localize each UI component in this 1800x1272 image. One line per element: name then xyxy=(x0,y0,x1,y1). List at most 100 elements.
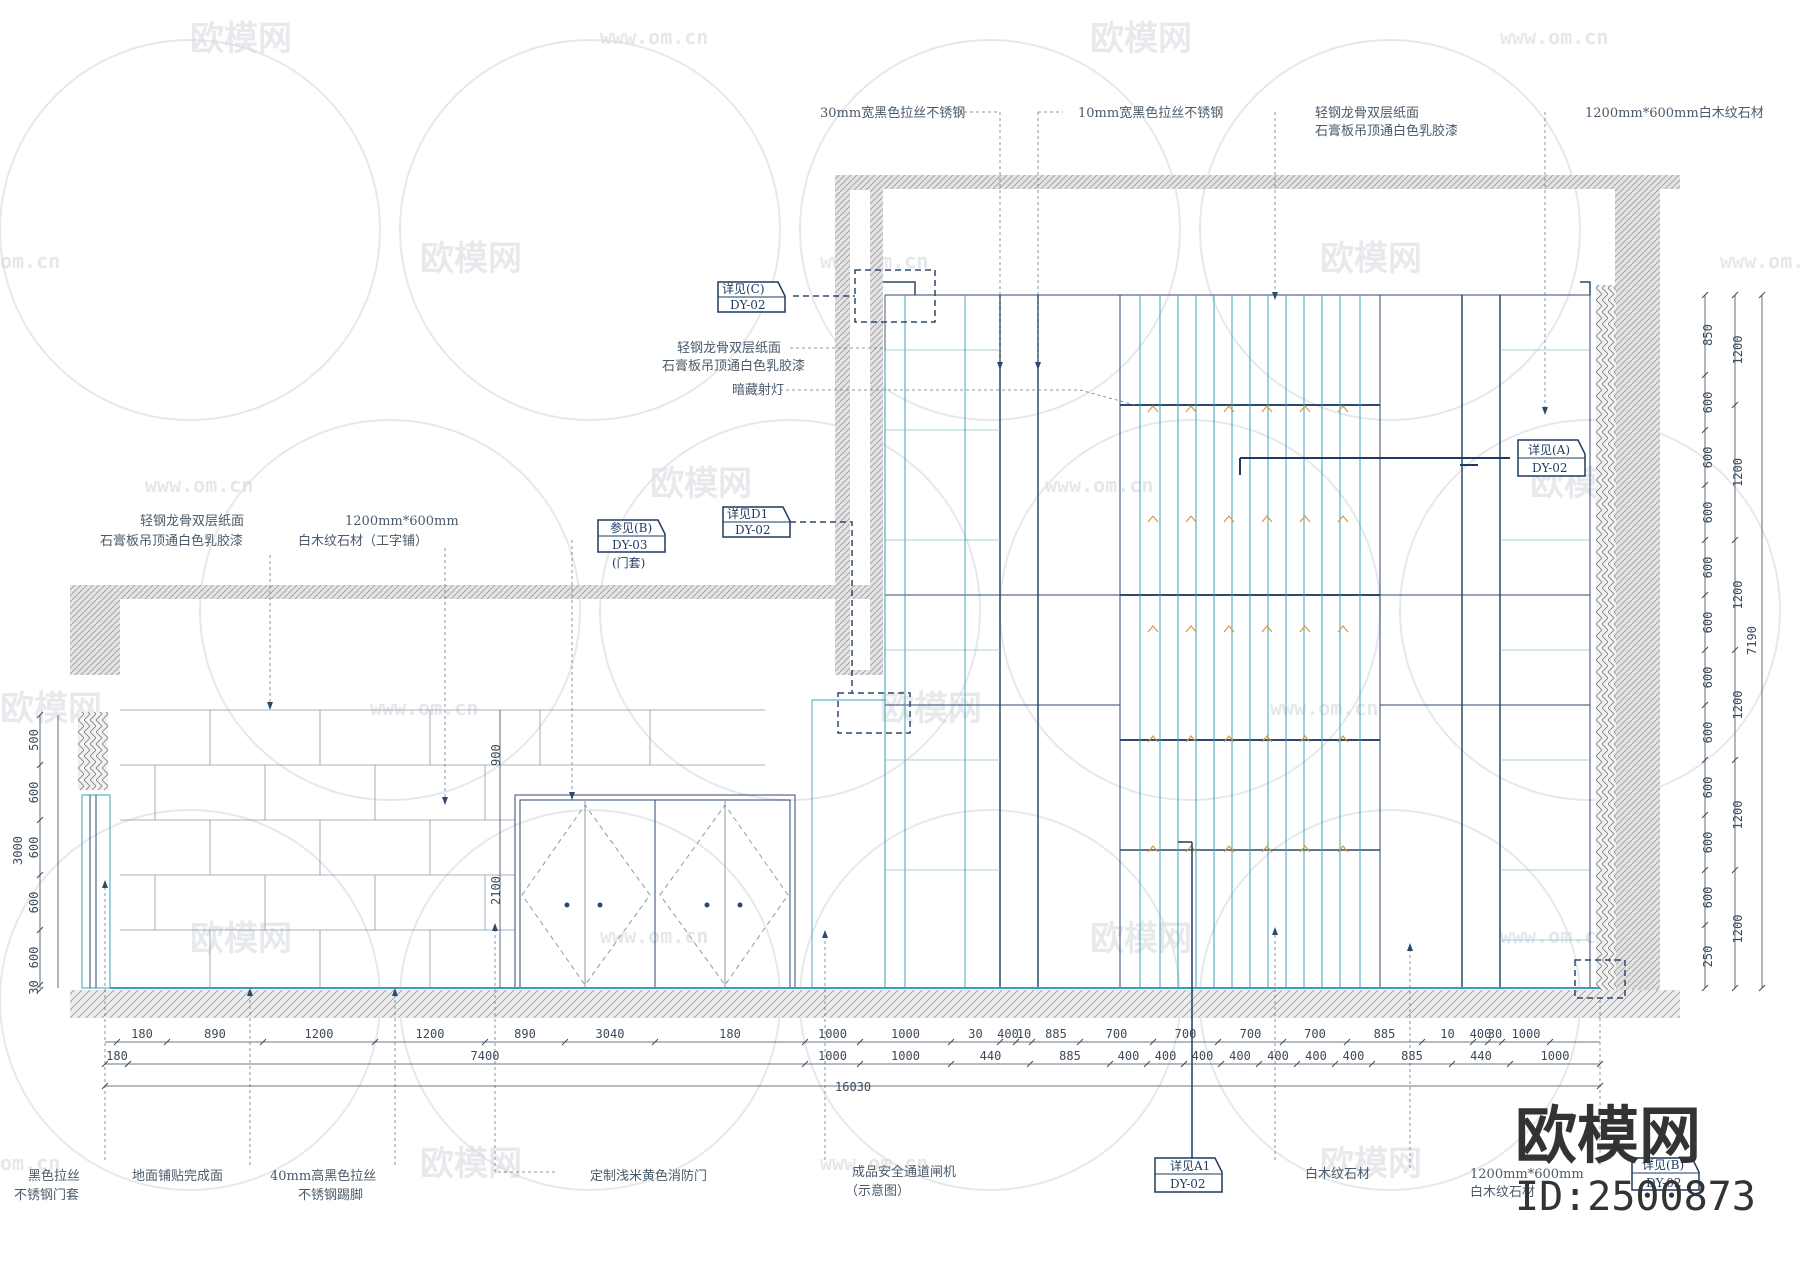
dimension-label: 400 xyxy=(1305,1049,1327,1063)
tag-detail-c[interactable]: 详见(C) DY-02 xyxy=(717,281,786,313)
note-lower-ceiling-a: 轻钢龙骨双层纸面 xyxy=(140,514,244,529)
dimension-ticks xyxy=(36,291,1766,1090)
brand-name: 欧模网 xyxy=(1515,1099,1701,1172)
dimension-tick xyxy=(856,1038,864,1046)
dimension-tick xyxy=(1293,1060,1301,1068)
right-wall xyxy=(1615,175,1660,990)
dimension-tick xyxy=(1026,1060,1034,1068)
dimension-tick xyxy=(101,1060,109,1068)
watermark-brand: 欧模网 xyxy=(1320,1144,1422,1184)
dimension-tick xyxy=(1701,291,1709,299)
dimension-label: 885 xyxy=(1045,1027,1067,1041)
stainless-strips xyxy=(1139,295,1361,988)
tag-detail-a1[interactable]: 详见A1 DY-02 xyxy=(1154,1157,1223,1193)
dimension-tick xyxy=(113,1038,121,1046)
watermark-brand: 欧模网 xyxy=(190,919,292,959)
dimension-tick xyxy=(371,1038,379,1046)
dimension-label: 400 xyxy=(997,1027,1019,1041)
dimension-tick xyxy=(561,1038,569,1046)
tag-detail-d[interactable]: 详见D1 DY-02 xyxy=(722,506,791,538)
upper-wall-light-grid xyxy=(885,349,1590,941)
tag-detail-a[interactable]: 详见(A) DY-02 xyxy=(1517,439,1586,477)
note-left-ceiling-b: 石膏板吊顶通白色乳胶漆 xyxy=(662,358,805,374)
watermark-brand: 欧模网 xyxy=(1320,239,1422,279)
dimension-door-height: 2100 xyxy=(489,876,503,905)
dimension-tick xyxy=(36,761,44,769)
note-bottom-5b: （示意图） xyxy=(845,1183,910,1199)
dimension-tick xyxy=(1701,984,1709,992)
watermark-url: www.om.cn xyxy=(1720,249,1800,273)
upper-wall xyxy=(885,294,1591,988)
dimension-label: 700 xyxy=(1106,1027,1128,1041)
dimension-label: 3040 xyxy=(596,1027,625,1041)
dimension-label: 400 xyxy=(1118,1049,1140,1063)
brand-stamp: 欧模网 ID:2500873 xyxy=(1515,1099,1756,1220)
structure xyxy=(70,175,1680,1018)
tag-detail-bb[interactable]: 详见(B) DY-02 xyxy=(1631,1157,1700,1191)
dimension-tick xyxy=(1701,371,1709,379)
dimension-label: 180 xyxy=(131,1027,153,1041)
ceiling-step-profile xyxy=(883,281,1591,295)
left-wall-cladding xyxy=(78,712,108,790)
tag-title: 详见(B) xyxy=(1642,1157,1684,1172)
right-wall-cladding xyxy=(1596,285,1616,990)
watermark-url: www.om.cn xyxy=(820,1151,928,1175)
dimension-tick xyxy=(1701,646,1709,654)
dimension-tick xyxy=(996,1038,1004,1046)
dimension-tick xyxy=(1143,1060,1151,1068)
note-lower-stone-a: 1200mm*600mm xyxy=(345,514,459,529)
dimension-tick xyxy=(1758,291,1766,299)
dimension-label: 250 xyxy=(1701,946,1715,968)
dimension-label: 440 xyxy=(980,1049,1002,1063)
dimension-label: 1200 xyxy=(1731,458,1745,487)
dimension-tick xyxy=(1506,1060,1514,1068)
watermark-url: om.cn xyxy=(0,1151,60,1175)
dimension-tick xyxy=(651,1038,659,1046)
dimension-label: 600 xyxy=(1701,667,1715,689)
dimension-tick xyxy=(1012,1038,1020,1046)
floor-slab xyxy=(70,990,1680,1018)
dimension-label: 30 xyxy=(968,1027,982,1041)
fire-door xyxy=(514,794,796,989)
dimension-tick xyxy=(1701,811,1709,819)
dimension-tick xyxy=(36,816,44,824)
dimension-tick xyxy=(1701,756,1709,764)
dimension-label: 1200 xyxy=(1731,801,1745,830)
dimension-label: 10 xyxy=(1017,1027,1031,1041)
dimension-label: 600 xyxy=(1701,612,1715,634)
tag-title: 详见D1 xyxy=(727,506,768,521)
dimension-label: 700 xyxy=(1175,1027,1197,1041)
dimension-tick xyxy=(801,1038,809,1046)
watermark-brand: 欧模网 xyxy=(420,239,522,279)
dimension-label: 400 xyxy=(1343,1049,1365,1063)
dimension-tick xyxy=(1731,756,1739,764)
dimension-label: 400 xyxy=(1229,1049,1251,1063)
note-top-4: 1200mm*600mm白木纹石材 xyxy=(1585,105,1764,121)
dimension-tick xyxy=(1469,1038,1477,1046)
tag-leaders xyxy=(1178,457,1510,1158)
watermark-url: www.om.cn xyxy=(1045,473,1153,497)
tag-ref-b[interactable]: 参见(B) DY-03 (门套) xyxy=(597,519,666,570)
watermark-brand: 欧模网 xyxy=(190,19,292,59)
door-frame-left xyxy=(81,794,111,989)
dimension-label: 10 xyxy=(1440,1027,1454,1041)
dimension-label: 600 xyxy=(1701,557,1715,579)
dimension-label: 400 xyxy=(1470,1027,1492,1041)
tag-title: 参见(B) xyxy=(610,520,652,535)
watermark-brand: 欧模网 xyxy=(420,1144,522,1184)
dimension-label: 885 xyxy=(1059,1049,1081,1063)
dimension-label: 1200 xyxy=(1731,581,1745,610)
dimension-tick xyxy=(1180,1060,1188,1068)
dimension-label: 180 xyxy=(719,1027,741,1041)
dimension-label: 1200 xyxy=(1731,336,1745,365)
leader-lines xyxy=(104,111,1601,1173)
dimension-tick xyxy=(1701,481,1709,489)
note-top-3b: 石膏板吊顶通白色乳胶漆 xyxy=(1315,123,1458,139)
note-bottom-5a: 成品安全通道闸机 xyxy=(852,1164,956,1180)
dimension-tick xyxy=(1701,921,1709,929)
dimension-label: 600 xyxy=(1701,832,1715,854)
note-left-spot: 暗藏射灯 xyxy=(732,382,784,398)
gate-panels xyxy=(811,295,966,988)
